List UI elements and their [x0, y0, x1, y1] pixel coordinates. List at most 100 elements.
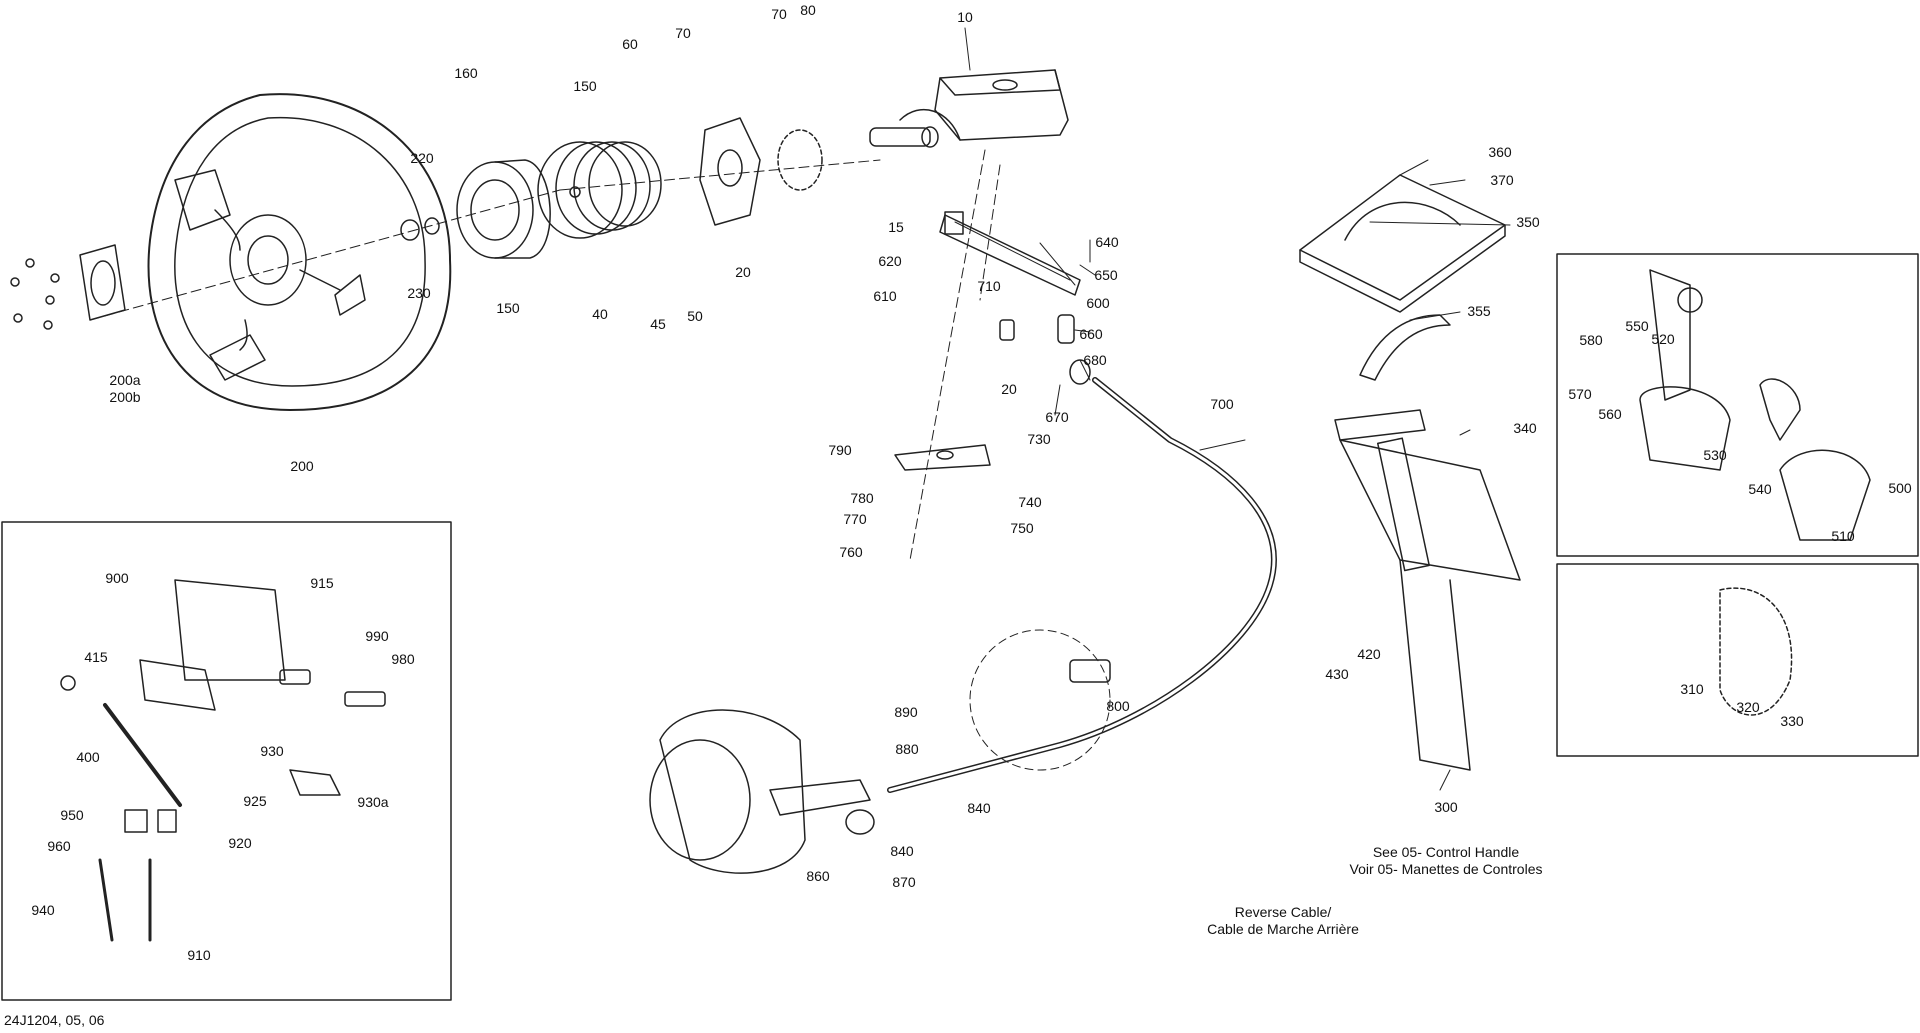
part-label-930: 930	[260, 743, 284, 759]
part-label-340: 340	[1513, 420, 1537, 436]
part-label-80: 80	[800, 2, 816, 18]
part-label-220: 220	[410, 150, 434, 166]
part-label-510: 510	[1831, 528, 1855, 544]
part-label-640: 640	[1095, 234, 1119, 250]
part-label-540: 540	[1748, 481, 1772, 497]
mounting-strap	[1359, 314, 1451, 381]
leader-lines	[964, 27, 1511, 791]
sensor-assembly	[60, 579, 386, 942]
part-label-980: 980	[391, 651, 415, 667]
inset-box-sensor	[1, 521, 452, 1001]
part-label-60: 60	[622, 36, 638, 52]
part-label-840-end: 840	[890, 843, 914, 859]
part-label-70-right: 70	[771, 6, 787, 22]
pulley	[537, 141, 662, 239]
part-label-300: 300	[1434, 799, 1458, 815]
tiller-arm	[939, 211, 1081, 296]
part-label-780: 780	[850, 490, 874, 506]
part-label-950: 950	[60, 807, 84, 823]
part-label-915: 915	[310, 575, 334, 591]
helm-unit	[869, 69, 1069, 148]
part-label-990: 990	[365, 628, 389, 644]
part-label-600: 600	[1086, 295, 1110, 311]
part-label-200: 200	[290, 458, 314, 474]
part-label-200b: 200b	[109, 389, 141, 405]
part-label-360: 360	[1488, 144, 1512, 160]
part-label-40: 40	[592, 306, 608, 322]
part-label-570: 570	[1568, 386, 1592, 402]
part-label-150-hub: 150	[496, 300, 520, 316]
note-reverse-cable-fr: Cable de Marche Arrière	[1207, 921, 1359, 937]
part-label-740: 740	[1018, 494, 1042, 510]
part-label-530: 530	[1703, 447, 1727, 463]
part-label-910: 910	[187, 947, 211, 963]
part-label-880: 880	[895, 741, 919, 757]
throttle-handle-b	[1719, 587, 1793, 716]
part-label-420: 420	[1357, 646, 1381, 662]
inset-box-handle-b	[1556, 563, 1919, 757]
part-label-520: 520	[1651, 331, 1675, 347]
part-label-650: 650	[1094, 267, 1118, 283]
part-label-310: 310	[1680, 681, 1704, 697]
part-label-800: 800	[1106, 698, 1130, 714]
part-label-620: 620	[878, 253, 902, 269]
part-label-70-left: 70	[675, 25, 691, 41]
part-label-415: 415	[84, 649, 108, 665]
part-label-230: 230	[407, 285, 431, 301]
part-label-200a: 200a	[109, 372, 141, 388]
part-label-770: 770	[843, 511, 867, 527]
part-label-50: 50	[687, 308, 703, 324]
part-label-400: 400	[76, 749, 100, 765]
part-label-890: 890	[894, 704, 918, 720]
adapter-plate	[10, 244, 126, 330]
part-label-730: 730	[1027, 431, 1051, 447]
part-label-430: 430	[1325, 666, 1349, 682]
part-label-15: 15	[888, 219, 904, 235]
part-label-840-cable: 840	[967, 800, 991, 816]
hub-adapter	[400, 159, 551, 259]
part-label-920: 920	[228, 835, 252, 851]
note-control-handle-fr: Voir 05- Manettes de Controles	[1349, 861, 1543, 877]
throttle-handle-a	[1639, 269, 1871, 541]
part-label-760: 760	[839, 544, 863, 560]
part-label-930a: 930a	[357, 794, 389, 810]
part-label-20-bracket: 20	[735, 264, 751, 280]
linkage-hardware	[894, 314, 1091, 471]
part-label-150-pulley: 150	[573, 78, 597, 94]
part-label-900: 900	[105, 570, 129, 586]
part-label-10: 10	[957, 9, 973, 25]
axis-lines	[89, 149, 1001, 561]
part-label-860: 860	[806, 868, 830, 884]
part-label-330: 330	[1780, 713, 1804, 729]
part-label-870: 870	[892, 874, 916, 890]
part-label-960: 960	[47, 838, 71, 854]
mounting-bracket	[699, 117, 823, 226]
part-label-500: 500	[1888, 480, 1912, 496]
part-label-550: 550	[1625, 318, 1649, 334]
part-label-680: 680	[1083, 352, 1107, 368]
note-control-handle-en: See 05- Control Handle	[1372, 844, 1520, 860]
control-handle-assembly	[1334, 409, 1521, 771]
part-label-700: 700	[1210, 396, 1234, 412]
part-label-940: 940	[31, 902, 55, 918]
part-label-355: 355	[1467, 303, 1491, 319]
hood-cover	[1299, 174, 1506, 313]
part-label-560: 560	[1598, 406, 1622, 422]
part-label-750: 750	[1010, 520, 1034, 536]
part-label-370: 370	[1490, 172, 1514, 188]
part-label-670: 670	[1045, 409, 1069, 425]
part-label-45: 45	[650, 316, 666, 332]
part-label-350: 350	[1516, 214, 1540, 230]
part-label-790: 790	[828, 442, 852, 458]
part-label-160: 160	[454, 65, 478, 81]
part-label-20-linkage: 20	[1001, 381, 1017, 397]
steering-cable	[887, 377, 1277, 793]
part-label-580: 580	[1579, 332, 1603, 348]
steering-wheel	[147, 93, 452, 411]
part-label-710: 710	[977, 278, 1001, 294]
inset-box-handle-a	[1556, 253, 1919, 557]
part-label-925: 925	[243, 793, 267, 809]
note-reverse-cable: Reverse Cable/ Cable de Marche Arrière	[1207, 904, 1359, 938]
part-label-660: 660	[1079, 326, 1103, 342]
